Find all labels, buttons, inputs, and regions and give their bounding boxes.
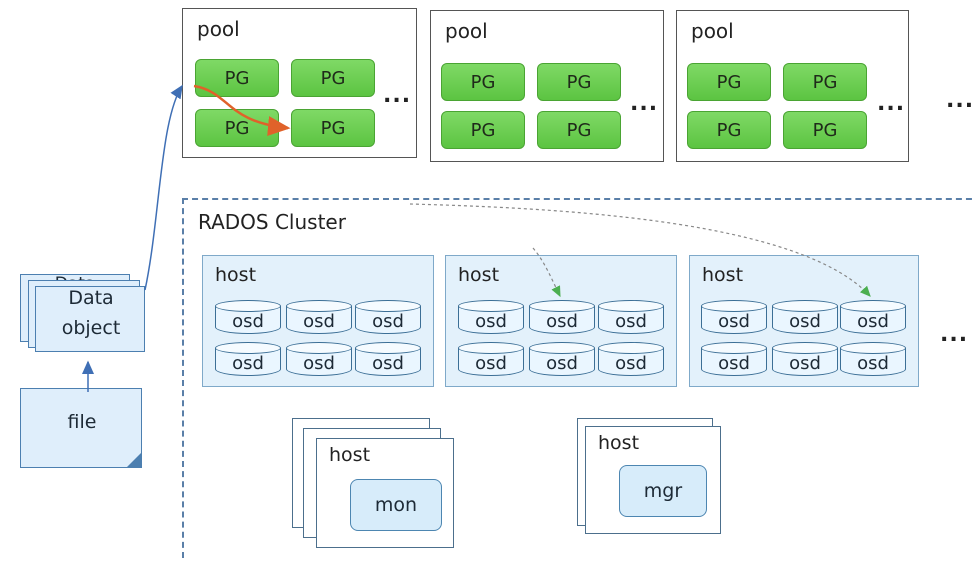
data-object: Data object	[35, 286, 145, 352]
osd-disk: osd	[458, 300, 524, 334]
osd-disk: osd	[529, 300, 595, 334]
pg: PG	[537, 111, 621, 149]
host-label: host	[598, 432, 640, 454]
osd-disk: osd	[840, 300, 906, 334]
osd-disk: osd	[598, 342, 664, 376]
more-hosts-ellipsis: ...	[940, 322, 969, 347]
data-object-line2: object	[61, 317, 121, 339]
pg: PG	[783, 63, 867, 101]
osd-host-2: host osd osd osd osd osd osd	[445, 255, 677, 387]
osd-disk: osd	[215, 342, 281, 376]
osd-disk: osd	[355, 342, 421, 376]
pg: PG	[687, 111, 771, 149]
pool-label: pool	[197, 17, 240, 41]
rados-cluster-boundary	[182, 198, 975, 558]
object-to-pool-arrow	[144, 84, 183, 291]
mgr-service-box: mgr	[619, 465, 707, 517]
pg: PG	[441, 111, 525, 149]
osd-disk: osd	[286, 342, 352, 376]
pg: PG	[783, 111, 867, 149]
osd-host-3: host osd osd osd osd osd osd	[689, 255, 919, 387]
pg: PG	[291, 59, 375, 97]
pg: PG	[441, 63, 525, 101]
pg: PG	[687, 63, 771, 101]
host-label: host	[215, 264, 257, 286]
osd-disk: osd	[772, 342, 838, 376]
more-pools-ellipsis: ...	[946, 88, 975, 113]
file-document: file	[20, 388, 142, 468]
osd-host-1: host osd osd osd osd osd osd	[202, 255, 434, 387]
pool-label: pool	[691, 19, 734, 43]
pg: PG	[195, 109, 279, 147]
osd-disk: osd	[772, 300, 838, 334]
pg: PG	[537, 63, 621, 101]
osd-disk: osd	[701, 300, 767, 334]
host-label: host	[458, 264, 500, 286]
osd-disk: osd	[529, 342, 595, 376]
pool-3: pool PG PG PG PG ...	[676, 10, 909, 162]
osd-disk: osd	[598, 300, 664, 334]
pg: PG	[195, 59, 279, 97]
osd-disk: osd	[458, 342, 524, 376]
osd-disk: osd	[215, 300, 281, 334]
data-object-line1: Data	[68, 287, 114, 309]
mon-host-card: host mon	[316, 438, 454, 548]
osd-disk: osd	[286, 300, 352, 334]
mgr-host-card: host mgr	[585, 426, 721, 534]
more-pgs-ellipsis: ...	[877, 91, 906, 116]
rados-cluster-label: RADOS Cluster	[198, 210, 346, 234]
pg: PG	[291, 109, 375, 147]
pool-1: pool PG PG PG PG ...	[182, 8, 417, 158]
mon-service-box: mon	[350, 479, 442, 531]
pool-label: pool	[445, 19, 488, 43]
osd-disk: osd	[701, 342, 767, 376]
pool-2: pool PG PG PG PG ...	[430, 10, 664, 162]
more-pgs-ellipsis: ...	[630, 91, 659, 116]
more-pgs-ellipsis: ...	[383, 83, 412, 108]
osd-disk: osd	[355, 300, 421, 334]
host-label: host	[329, 444, 371, 466]
osd-disk: osd	[840, 342, 906, 376]
file-label: file	[67, 411, 97, 433]
host-label: host	[702, 264, 744, 286]
